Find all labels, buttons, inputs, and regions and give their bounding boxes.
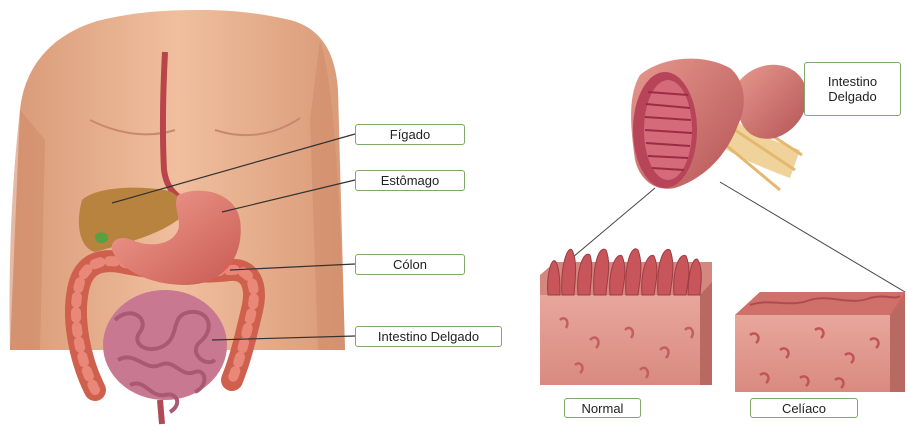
label-intestino-delgado: Intestino Delgado <box>355 326 502 347</box>
label-colon-text: Cólon <box>393 257 427 272</box>
label-colon: Cólon <box>355 254 465 275</box>
small-intestine <box>103 290 227 424</box>
label-figado: Fígado <box>355 124 465 145</box>
label-normal: Normal <box>564 398 641 418</box>
label-figado-text: Fígado <box>390 127 430 142</box>
label-estomago-text: Estômago <box>381 173 440 188</box>
normal-villi-tissue <box>540 249 712 385</box>
label-celiaco-text: Celíaco <box>782 401 826 416</box>
label-normal-text: Normal <box>582 401 624 416</box>
label-estomago: Estômago <box>355 170 465 191</box>
label-intestino-delgado-text: Intestino Delgado <box>378 329 479 344</box>
label-celiaco: Celíaco <box>750 398 858 418</box>
intestine-tube-zoom <box>631 59 807 190</box>
label-intestino-delgado-zoom: Intestino Delgado <box>804 62 901 116</box>
label-intestino-delgado-zoom-line1: Intestino <box>828 74 877 89</box>
celiac-flat-tissue <box>735 292 905 392</box>
label-intestino-delgado-zoom-line2: Delgado <box>828 89 876 104</box>
